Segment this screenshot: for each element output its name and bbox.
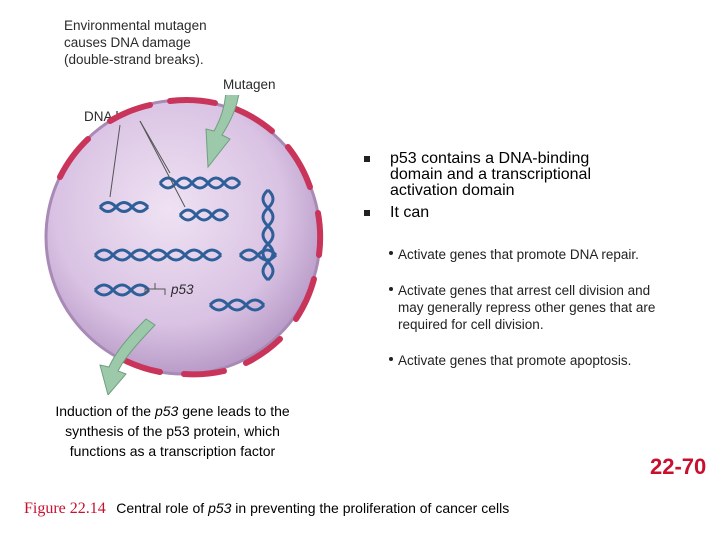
dna-break-pointers (109, 120, 186, 208)
p53-bracket (144, 283, 166, 295)
sub-item-3: Activate genes that promote apoptosis. (389, 352, 631, 369)
p53-output-arrow (99, 318, 156, 395)
footer-text-b: in preventing the proliferation of cance… (231, 500, 510, 516)
p53-gene-label: p53 (171, 282, 194, 297)
caption-line-1-italic: p53 (154, 403, 179, 419)
footer-text-a: Central role of (116, 500, 209, 516)
mutagen-arrow (205, 95, 240, 169)
mutagen-label: Mutagen (223, 77, 276, 92)
sub-item-1-text: Activate genes that promote DNA repair. (398, 247, 639, 262)
caption-line-1-b: gene leads to the (178, 403, 290, 419)
caption-line-1: Induction of the p53 gene leads to the (20, 401, 325, 421)
bullet-1-line-2: domain and a transcriptional (390, 166, 592, 183)
env-mutagen-line-2: causes DNA damage (64, 35, 191, 50)
figure-caption-footer: Figure 22.14 Central role of p53 in prev… (24, 500, 509, 518)
sub-item-3-text: Activate genes that promote apoptosis. (398, 353, 632, 368)
sub-bullet-dot (389, 357, 393, 362)
sub-item-2-line-1: Activate genes that arrest cell division… (398, 283, 651, 298)
bullet-marker-2 (364, 210, 370, 216)
sub-bullet-dot (389, 287, 393, 292)
sub-item-2-line-2: may generally repress other genes that a… (398, 300, 656, 315)
dna-strands (93, 176, 278, 312)
env-mutagen-line-1: Environmental mutagen (64, 18, 207, 33)
slide-number: 22-70 (650, 454, 707, 479)
caption-line-1-a: Induction of the (55, 403, 155, 419)
caption-line-3: functions as a transcription factor (69, 443, 276, 459)
bullet-marker-1 (364, 156, 370, 162)
sub-bullet-dot (389, 251, 393, 256)
bullet-1-line-3: activation domain (390, 182, 515, 199)
env-mutagen-line-3: (double-strand breaks). (64, 52, 204, 67)
bullet-2-line-1: It can (390, 204, 430, 221)
sub-item-1: Activate genes that promote DNA repair. (389, 246, 639, 263)
sub-item-2: Activate genes that arrest cell division… (389, 282, 650, 299)
caption-line-2: synthesis of the p53 protein, which (65, 423, 280, 439)
induction-caption: Induction of the p53 gene leads to the s… (20, 401, 325, 461)
bullet-1-line-1: p53 contains a DNA-binding (390, 150, 590, 167)
sub-item-2-line-3: required for cell division. (398, 317, 544, 332)
figure-number: Figure 22.14 (24, 500, 106, 517)
nucleus-illustration (44, 95, 324, 395)
footer-text-italic: p53 (208, 500, 232, 516)
